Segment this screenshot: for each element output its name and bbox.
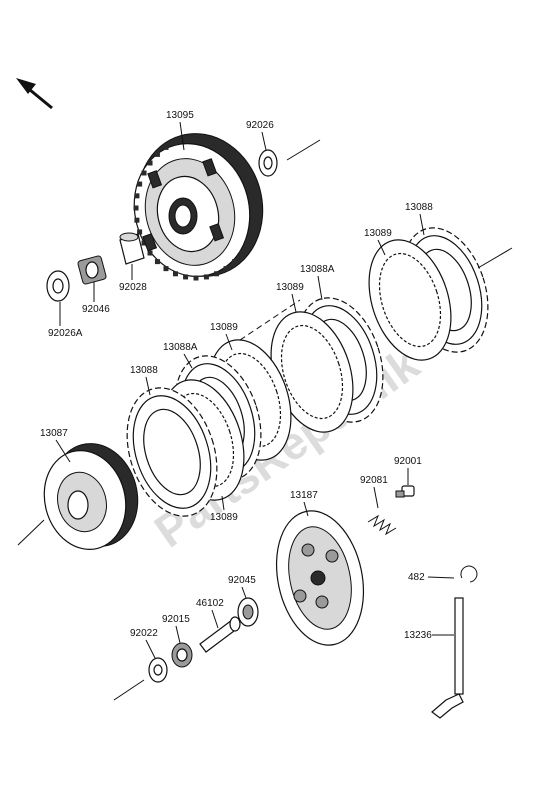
front-direction-arrow-icon: [16, 78, 53, 110]
snap-ring[interactable]: [460, 565, 478, 583]
release-shaft[interactable]: [431, 597, 464, 719]
housing-gear-tooth: [232, 151, 238, 157]
housing-gear-tooth: [147, 160, 153, 166]
label-92045[interactable]: 92045: [228, 575, 256, 586]
label-482[interactable]: 482: [408, 572, 425, 583]
housing-gear-tooth: [163, 266, 169, 272]
housing-gear-tooth: [154, 151, 160, 157]
housing-gear-tooth: [203, 136, 209, 142]
housing-gear-tooth: [134, 193, 140, 199]
label-13089-low[interactable]: 13089: [210, 512, 238, 523]
housing-gear-tooth: [137, 229, 143, 235]
housing-gear-tooth: [133, 205, 139, 211]
needle-bearing[interactable]: [77, 255, 107, 285]
label-13089-top[interactable]: 13089: [364, 228, 392, 239]
housing-gear-tooth: [147, 250, 153, 256]
housing-gear-tooth: [214, 139, 220, 145]
housing-gear-tooth: [214, 271, 220, 277]
washer-92026a[interactable]: [46, 270, 70, 302]
housing-gear-tooth: [154, 259, 160, 265]
label-13088A-left[interactable]: 13088A: [163, 342, 198, 353]
housing-gear-tooth: [252, 193, 258, 199]
steel-plate-13089-mid[interactable]: [257, 301, 368, 442]
housing-gear-tooth: [253, 205, 259, 211]
label-92022[interactable]: 92022: [130, 628, 158, 639]
housing-gear-tooth: [193, 275, 199, 281]
housing-gear-tooth: [141, 170, 147, 176]
housing-gear-tooth: [141, 240, 147, 246]
label-13088A-top[interactable]: 13088A: [300, 264, 335, 275]
housing-gear-tooth: [172, 139, 178, 145]
housing-gear-tooth: [137, 181, 143, 187]
label-46102[interactable]: 46102: [196, 598, 224, 609]
thrust-washer[interactable]: [258, 149, 278, 177]
label-13089-mid[interactable]: 13089: [276, 282, 304, 293]
label-13088-left[interactable]: 13088: [130, 365, 158, 376]
housing-gear-tooth: [172, 271, 178, 277]
clutch-hub[interactable]: [33, 434, 149, 559]
housing-gear-tooth: [245, 240, 251, 246]
clutch-spring[interactable]: [367, 514, 397, 536]
push-rod[interactable]: [199, 616, 241, 653]
clutch-housing[interactable]: [120, 119, 279, 290]
housing-gear-tooth: [249, 229, 255, 235]
sleeve[interactable]: [119, 232, 145, 265]
housing-gear-tooth: [223, 144, 229, 150]
housing-gear-tooth: [245, 170, 251, 176]
steel-plate-13089-top[interactable]: [355, 229, 466, 370]
housing-gear-tooth: [239, 250, 245, 256]
label-13088-top[interactable]: 13088: [405, 202, 433, 213]
housing-gear-tooth: [183, 136, 189, 142]
label-13089-upper-left[interactable]: 13089: [210, 322, 238, 333]
friction-plate-13088-low[interactable]: [112, 376, 233, 527]
spring-bolt[interactable]: [395, 485, 415, 498]
housing-gear-tooth: [193, 135, 199, 141]
housing-gear-tooth: [163, 144, 169, 150]
housing-gear-tooth: [239, 160, 245, 166]
housing-gear-tooth: [252, 217, 258, 223]
label-13187[interactable]: 13187: [290, 490, 318, 501]
label-92028[interactable]: 92028: [119, 282, 147, 293]
label-92015[interactable]: 92015: [162, 614, 190, 625]
housing-gear-tooth: [203, 274, 209, 280]
housing-gear-tooth: [232, 259, 238, 265]
label-13095[interactable]: 13095: [166, 110, 194, 121]
label-92081[interactable]: 92081: [360, 475, 388, 486]
label-92046[interactable]: 92046: [82, 304, 110, 315]
housing-gear-tooth: [134, 217, 140, 223]
housing-gear-tooth: [249, 181, 255, 187]
label-92026[interactable]: 92026: [246, 120, 274, 131]
label-92001[interactable]: 92001: [394, 456, 422, 467]
pressure-plate[interactable]: [265, 503, 375, 653]
washer-92022[interactable]: [148, 657, 168, 683]
label-13236[interactable]: 13236: [404, 630, 432, 641]
release-bearing[interactable]: [237, 597, 259, 627]
label-92026A[interactable]: 92026A: [48, 328, 83, 339]
housing-gear-tooth: [183, 274, 189, 280]
label-13087[interactable]: 13087: [40, 428, 68, 439]
clutch-nut[interactable]: [171, 642, 193, 668]
housing-gear-tooth: [223, 266, 229, 272]
part-labels: 13095 92026 13088 13089 13088A 13089 130…: [40, 110, 455, 659]
